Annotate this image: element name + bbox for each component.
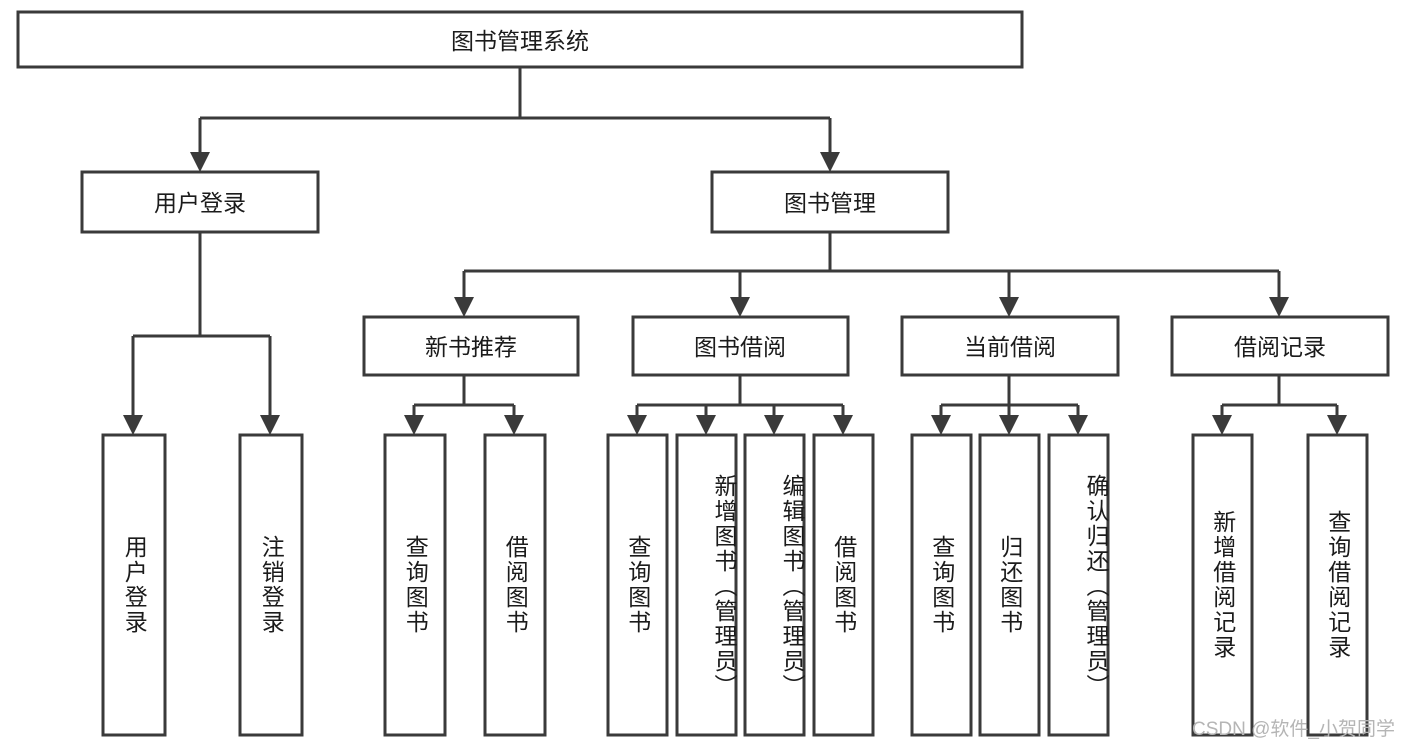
csdn-watermark: CSDN @软件_小贺同学 [1192, 719, 1395, 740]
node-root-box[interactable] [16, 10, 1024, 69]
node-leaf-add-record-box[interactable] [1191, 433, 1254, 737]
arrow-to-leaf-query-book-1 [404, 415, 424, 435]
node-leaf-query-book-3-box[interactable] [910, 433, 973, 737]
arrow-to-leaf-user-logout [260, 415, 280, 435]
arrow-to-leaf-add-book [696, 415, 716, 435]
node-leaf-query-record-box[interactable] [1306, 433, 1369, 737]
node-new-book-recommend-box[interactable] [362, 315, 580, 377]
node-user-login-box[interactable] [80, 170, 320, 234]
node-current-borrow-box[interactable] [900, 315, 1120, 377]
node-root-label: 图书管理系统 [451, 28, 589, 54]
node-user-login-label: 用户登录 [154, 190, 246, 216]
node-layer: 图书管理系统 用户登录 图书管理 新书推荐 图书借阅 当前借阅 借阅记录 [16, 10, 1390, 737]
arrow-to-user-login [190, 152, 210, 172]
node-leaf-query-book-1-box[interactable] [383, 433, 447, 737]
node-new-book-recommend-label: 新书推荐 [425, 334, 517, 360]
arrow-to-leaf-add-record [1212, 415, 1232, 435]
node-leaf-user-logout-box[interactable] [238, 433, 304, 737]
node-book-borrow-label: 图书借阅 [694, 334, 786, 360]
node-leaf-return-book-box[interactable] [978, 433, 1041, 737]
node-leaf-borrow-book-2-box[interactable] [812, 433, 875, 737]
arrow-to-leaf-query-book-3 [931, 415, 951, 435]
node-book-borrow-box[interactable] [631, 315, 850, 377]
node-leaf-confirm-return-box[interactable] [1047, 433, 1110, 737]
arrow-to-leaf-edit-book [764, 415, 784, 435]
node-book-manage-box[interactable] [710, 170, 950, 234]
arrow-to-leaf-user-login [123, 415, 143, 435]
arrow-to-leaf-borrow-book-2 [833, 415, 853, 435]
arrow-to-leaf-confirm-return [1068, 415, 1088, 435]
arrowhead-layer [123, 152, 1347, 435]
arrow-to-leaf-query-record [1327, 415, 1347, 435]
node-borrow-record-box[interactable] [1170, 315, 1390, 377]
node-leaf-borrow-book-1-box[interactable] [483, 433, 547, 737]
arrow-to-leaf-query-book-2 [627, 415, 647, 435]
arrow-to-new-book-recommend [454, 297, 474, 317]
arrow-to-leaf-return-book [999, 415, 1019, 435]
arrow-to-current-borrow [999, 297, 1019, 317]
node-book-manage-label: 图书管理 [784, 190, 876, 216]
node-leaf-add-book-box[interactable] [675, 433, 738, 737]
arrow-to-borrow-record [1269, 297, 1289, 317]
node-current-borrow-label: 当前借阅 [964, 334, 1056, 360]
node-leaf-user-login-box[interactable] [101, 433, 167, 737]
arrow-to-book-borrow [730, 297, 750, 317]
node-leaf-edit-book-box[interactable] [743, 433, 806, 737]
arrow-to-book-manage [820, 152, 840, 172]
node-borrow-record-label: 借阅记录 [1234, 334, 1326, 360]
node-leaf-query-book-2-box[interactable] [606, 433, 669, 737]
arrow-to-leaf-borrow-book-1 [504, 415, 524, 435]
